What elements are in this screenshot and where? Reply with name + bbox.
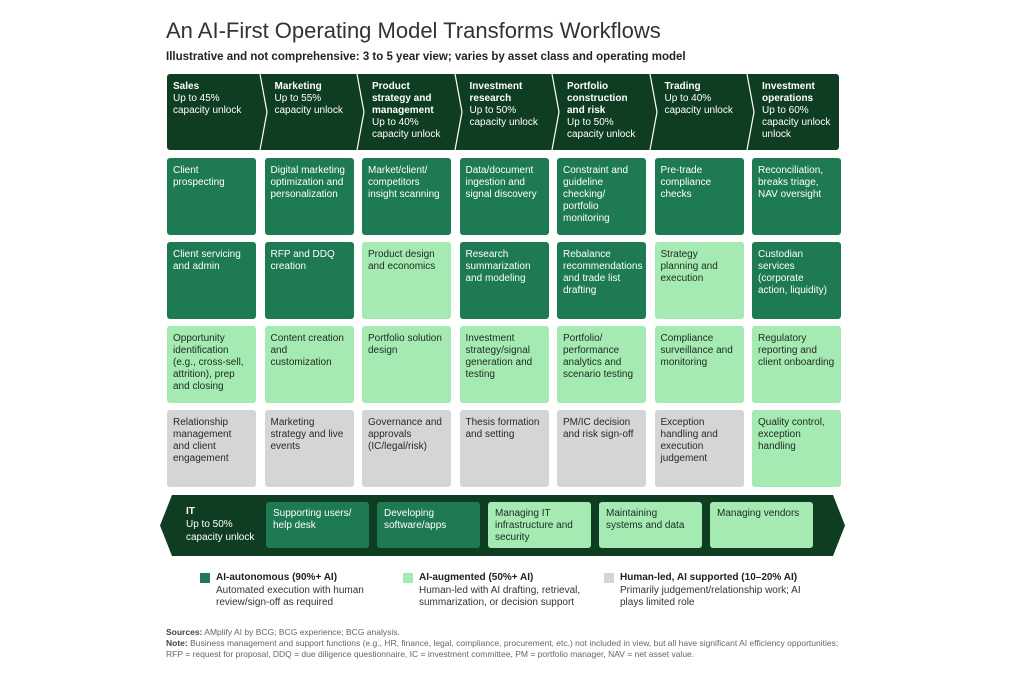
footnotes: Sources: AMplify AI by BCG; BCG experien… — [166, 627, 856, 660]
workflow-cell: Portfolio/ performance analytics and sce… — [557, 326, 646, 403]
workflow-cell: Thesis formation and setting — [459, 410, 549, 487]
workflow-cell: Digital marketing optimization and perso… — [264, 158, 354, 235]
capacity-unlock: Up to 45% capacity unlock — [173, 93, 242, 116]
chevron-divider — [258, 74, 268, 150]
note-label: Note: — [166, 638, 188, 648]
workflow-cell: Compliance surveillance and monitoring — [654, 326, 744, 403]
note-text: Business management and support function… — [166, 638, 839, 659]
workflow-cell: Data/document ingestion and signal disco… — [459, 158, 549, 235]
capacity-unlock: Up to 60% capacity unlock unlock — [762, 105, 831, 140]
legend-desc: Primarily judgement/relationship work; A… — [620, 584, 801, 609]
legend-desc: Human-led with AI drafting, retrieval, s… — [419, 584, 581, 609]
function-name: Sales — [173, 81, 200, 92]
legend-item: AI-autonomous (90%+ AI)Automated executi… — [200, 572, 400, 610]
it-workflow-cell: Managing vendors — [710, 502, 813, 548]
capacity-unlock: Up to 50% capacity unlock — [567, 117, 636, 140]
it-workflow-cell: Managing IT infrastructure and security — [488, 502, 591, 548]
subtitle: Illustrative and not comprehensive: 3 to… — [166, 51, 686, 63]
workflow-cell: Constraint and guideline checking/ portf… — [557, 158, 646, 235]
capacity-unlock: Up to 40% capacity unlock — [664, 93, 733, 116]
it-label: IT Up to 50% capacity unlock — [186, 505, 262, 544]
workflow-cell: Exception handling and execution judgeme… — [654, 410, 744, 487]
function-name: Product strategy and management — [372, 81, 434, 116]
workflow-cell: Client prospecting — [167, 158, 256, 235]
workflow-cell: Product design and economics — [362, 242, 451, 319]
workflow-cell: Opportunity identification (e.g., cross-… — [167, 326, 256, 403]
legend-item: AI-augmented (50%+ AI)Human-led with AI … — [403, 572, 603, 610]
chevron-divider — [551, 74, 560, 150]
workflow-cell: Regulatory reporting and client onboardi… — [752, 326, 841, 403]
workflow-cell: Market/client/ competitors insight scann… — [362, 158, 451, 235]
chevron-divider — [453, 74, 463, 150]
function-name: Investment research — [469, 81, 523, 104]
workflow-cell: Portfolio solution design — [362, 326, 451, 403]
workflow-cell: Custodian services (corporate action, li… — [752, 242, 841, 319]
workflow-cell: PM/IC decision and risk sign-off — [557, 410, 646, 487]
it-band: IT Up to 50% capacity unlock Supporting u… — [160, 495, 845, 556]
capacity-unlock: Up to 50% capacity unlock — [469, 105, 538, 128]
legend-desc: Automated execution with human review/si… — [216, 584, 364, 609]
workflow-cell: Investment strategy/signal generation an… — [459, 326, 549, 403]
workflow-cell: Content creation and customization — [264, 326, 354, 403]
legend-swatch — [403, 573, 413, 583]
legend-swatch — [604, 573, 614, 583]
sources-text: AMplify AI by BCG; BCG experience; BCG a… — [204, 627, 400, 637]
workflow-cell: Quality control, exception handling — [752, 410, 841, 487]
legend-title: AI-autonomous (90%+ AI) — [216, 572, 338, 583]
it-workflow-cell: Supporting users/ help desk — [266, 502, 369, 548]
function-name: Portfolio construction and risk — [567, 81, 628, 116]
workflow-cell: Research summarization and modeling — [459, 242, 549, 319]
legend-title: AI-augmented (50%+ AI) — [419, 572, 534, 583]
workflow-cell: Relationship management and client engag… — [167, 410, 256, 487]
function-name: Investment operations — [762, 81, 815, 104]
legend-item: Human-led, AI supported (10–20% AI)Prima… — [604, 572, 804, 610]
workflow-cell: Rebalance recommendations and trade list… — [557, 242, 646, 319]
chevron-divider — [648, 74, 658, 150]
it-workflow-cell: Maintaining systems and data — [599, 502, 702, 548]
chevron-divider — [746, 74, 755, 150]
sources-label: Sources: — [166, 627, 203, 637]
chevron-divider — [356, 74, 365, 150]
capacity-unlock: Up to 55% capacity unlock — [274, 93, 343, 116]
workflow-cell: Marketing strategy and live events — [264, 410, 354, 487]
workflow-cell: Reconciliation, breaks triage, NAV overs… — [752, 158, 841, 235]
workflow-cell: Strategy planning and execution — [654, 242, 744, 319]
it-name: IT — [186, 506, 195, 517]
workflow-cell: Pre-trade compliance checks — [654, 158, 744, 235]
workflow-cell: RFP and DDQ creation — [264, 242, 354, 319]
it-unlock: Up to 50% capacity unlock — [186, 519, 255, 543]
legend-title: Human-led, AI supported (10–20% AI) — [620, 572, 798, 583]
function-name: Marketing — [274, 81, 322, 92]
page-title: An AI-First Operating Model Transforms W… — [166, 18, 661, 43]
it-workflow-cell: Developing software/apps — [377, 502, 480, 548]
legend-swatch — [200, 573, 210, 583]
function-name: Trading — [664, 81, 701, 92]
workflow-cell: Governance and approvals (IC/legal/risk) — [362, 410, 451, 487]
workflow-cell: Client servicing and admin — [167, 242, 256, 319]
capacity-unlock: Up to 40% capacity unlock — [372, 117, 441, 140]
